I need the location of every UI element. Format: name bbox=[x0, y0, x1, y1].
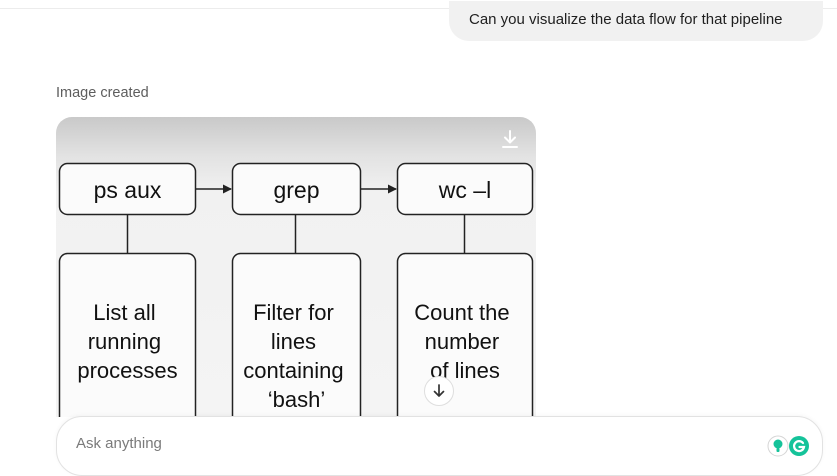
grammarly-assist-icon[interactable] bbox=[767, 435, 789, 457]
download-icon bbox=[502, 130, 518, 148]
description-line: lines bbox=[271, 329, 316, 354]
command-label-grep: grep bbox=[273, 177, 319, 203]
arrow-down-icon bbox=[433, 384, 445, 397]
description-line: processes bbox=[77, 358, 177, 383]
description-line: number bbox=[425, 329, 500, 354]
command-label-ps-aux: ps aux bbox=[94, 177, 162, 203]
description-wc-l: Count the number of lines bbox=[414, 300, 516, 383]
user-message-text: Can you visualize the data flow for that… bbox=[469, 11, 783, 28]
description-box-ps-aux bbox=[58, 252, 197, 417]
description-line: containing bbox=[243, 358, 343, 383]
command-box-wc-l bbox=[396, 162, 534, 216]
description-ps-aux: List all running processes bbox=[77, 300, 177, 383]
description-line: Count the bbox=[414, 300, 509, 325]
user-message-bubble: Can you visualize the data flow for that… bbox=[449, 1, 823, 41]
description-line: List all bbox=[93, 300, 155, 325]
download-button[interactable] bbox=[501, 129, 525, 153]
generated-image[interactable]: ps aux List all running processes grep F… bbox=[56, 117, 536, 417]
image-status-label: Image created bbox=[56, 85, 149, 101]
description-line: ‘bash’ bbox=[268, 387, 325, 412]
description-line: Filter for bbox=[253, 300, 334, 325]
grammarly-icon[interactable] bbox=[789, 436, 809, 456]
message-input[interactable] bbox=[76, 435, 736, 452]
command-box-grep bbox=[231, 162, 362, 216]
description-box-wc-l bbox=[396, 252, 534, 417]
description-line: running bbox=[88, 329, 161, 354]
command-label-wc-l: wc –l bbox=[438, 177, 491, 203]
description-box-grep bbox=[231, 252, 362, 417]
pipeline-diagram: ps aux List all running processes grep F… bbox=[58, 162, 534, 417]
scroll-to-bottom-button[interactable] bbox=[424, 376, 454, 406]
message-composer bbox=[56, 416, 823, 476]
extension-icons bbox=[767, 435, 812, 457]
top-divider bbox=[0, 8, 837, 9]
description-grep: Filter for lines containing ‘bash’ bbox=[243, 300, 349, 412]
